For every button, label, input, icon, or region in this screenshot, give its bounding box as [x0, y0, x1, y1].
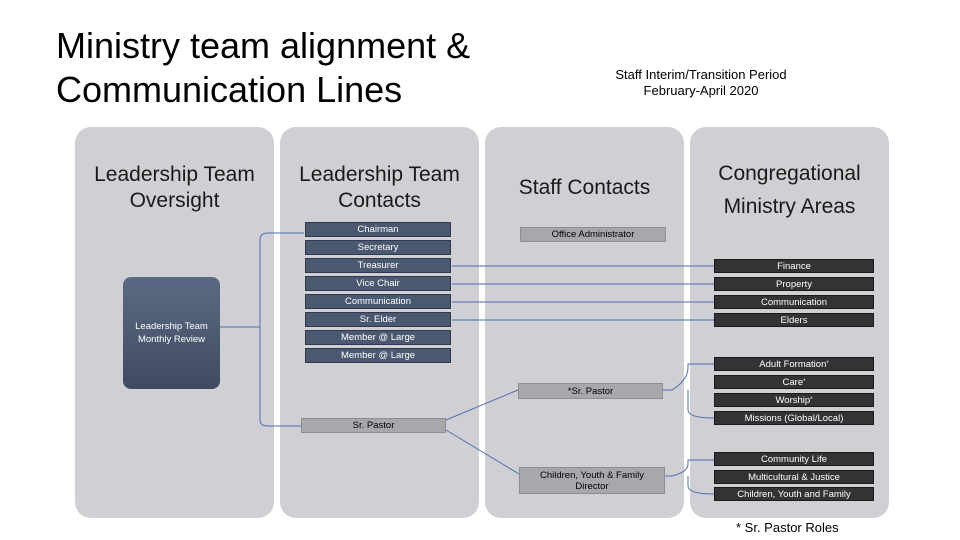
period-subtitle-line-2: February-April 2020 — [643, 83, 759, 98]
column-areas-heading: Congregational Ministry Areas — [690, 157, 889, 223]
monthly-review-line-2: Monthly Review — [137, 334, 206, 345]
contact-sr-pastor: Sr. Pastor — [301, 418, 446, 433]
contact-sr-elder: Sr. Elder — [305, 312, 451, 327]
column-contacts-heading-line-2: Contacts — [338, 189, 421, 212]
staff-cyf-director: Children, Youth & Family Director — [519, 467, 665, 494]
area-property: Property — [714, 277, 874, 291]
contact-chairman: Chairman — [305, 222, 451, 237]
contact-communication: Communication — [305, 294, 451, 309]
page-title: Ministry team alignment & Communication … — [56, 24, 576, 112]
area-worship-label: Worship — [775, 394, 811, 406]
area-adult-formation-label: Adult Formation — [759, 358, 827, 370]
area-missions-label: Missions (Global/Local) — [744, 412, 844, 424]
contact-treasurer: Treasurer — [305, 258, 451, 273]
period-subtitle-line-1: Staff Interim/Transition Period — [615, 67, 787, 82]
area-care: Care* — [714, 375, 874, 389]
area-finance: Finance — [714, 259, 874, 273]
area-elders: Elders — [714, 313, 874, 327]
contact-vice-chair: Vice Chair — [305, 276, 451, 291]
contact-member-at-large-2: Member @ Large — [305, 348, 451, 363]
area-multicultural-justice: Multicultural & Justice — [714, 470, 874, 484]
page-title-line-1: Ministry team alignment & — [56, 25, 471, 66]
column-staff-heading-line-1: Staff Contacts — [518, 176, 651, 199]
column-contacts-heading-line-1: Leadership Team — [299, 163, 460, 186]
monthly-review-line-1: Leadership Team — [135, 321, 208, 332]
staff-cyf-director-line-2: Director — [575, 480, 609, 492]
staff-office-administrator: Office Administrator — [520, 227, 666, 242]
contact-member-at-large-1: Member @ Large — [305, 330, 451, 345]
column-oversight-heading: Leadership Team Oversight — [75, 162, 274, 214]
contact-secretary: Secretary — [305, 240, 451, 255]
area-worship: Worship* — [714, 393, 874, 407]
page-title-line-2: Communication Lines — [56, 69, 403, 110]
column-oversight-heading-line-2: Oversight — [129, 189, 220, 212]
column-contacts-heading: Leadership Team Contacts — [280, 162, 479, 214]
monthly-review-box: Leadership Team Monthly Review — [123, 277, 220, 389]
column-areas-heading-line-1: Congregational — [718, 162, 861, 185]
area-adult-formation: Adult Formation* — [714, 357, 874, 371]
footnote: * Sr. Pastor Roles — [736, 520, 839, 535]
column-oversight-heading-line-1: Leadership Team — [94, 163, 255, 186]
column-areas-heading-line-2: Ministry Areas — [723, 195, 856, 218]
area-children-youth-family: Children, Youth and Family — [714, 487, 874, 501]
area-communication: Communication — [714, 295, 874, 309]
staff-cyf-director-line-1: Children, Youth & Family — [539, 469, 645, 481]
area-care-label: Care — [782, 376, 804, 388]
area-missions: Missions (Global/Local) — [714, 411, 874, 425]
staff-sr-pastor: *Sr. Pastor — [518, 383, 663, 399]
period-subtitle: Staff Interim/Transition Period February… — [598, 67, 804, 99]
area-community-life: Community Life — [714, 452, 874, 466]
column-staff: Staff Contacts — [485, 127, 684, 518]
column-staff-heading: Staff Contacts — [485, 175, 684, 201]
